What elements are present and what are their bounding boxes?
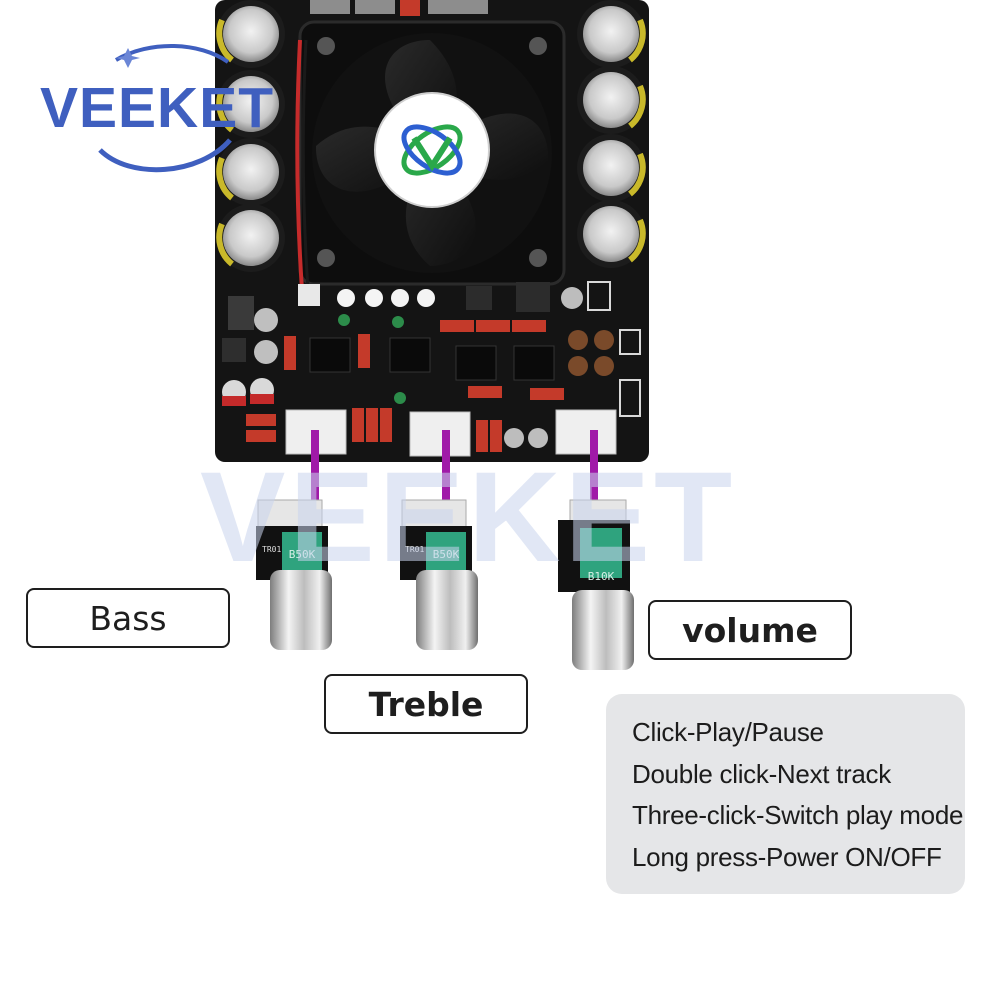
pot-module-treble: B50K TR01 (400, 499, 478, 650)
button-function-panel: Click-Play/Pause Double click-Next track… (606, 694, 965, 894)
capacitors-right (577, 0, 646, 268)
pot-label-bass: B50K (289, 548, 316, 561)
brand-emblem-icon (401, 124, 463, 176)
info-line-double-click: Double click-Next track (632, 758, 891, 789)
bass-label: Bass (26, 588, 230, 648)
volume-label: volume (648, 600, 852, 660)
treble-label: Treble (324, 674, 528, 734)
info-line-three-click: Three-click-Switch play mode (632, 800, 964, 830)
pot-module-volume: B10K (558, 499, 634, 670)
pot-label-volume: B10K (588, 570, 615, 583)
brand-logo: VEEKET (40, 76, 275, 140)
svg-text:TR01: TR01 (405, 545, 424, 554)
pot-label-treble: B50K (433, 548, 460, 561)
info-line-click: Click-Play/Pause (632, 717, 824, 747)
cables (311, 430, 598, 512)
capacitors-left (216, 0, 285, 272)
pcb-board (215, 0, 649, 462)
watermark-text: VEEKET (200, 446, 737, 589)
logo-swoosh-icon (98, 44, 232, 173)
info-line-long-press: Long press-Power ON/OFF (632, 841, 942, 872)
pot-module-bass: B50K TR01 (256, 499, 332, 650)
svg-text:TR01: TR01 (262, 545, 281, 554)
cooling-fan (298, 20, 566, 286)
